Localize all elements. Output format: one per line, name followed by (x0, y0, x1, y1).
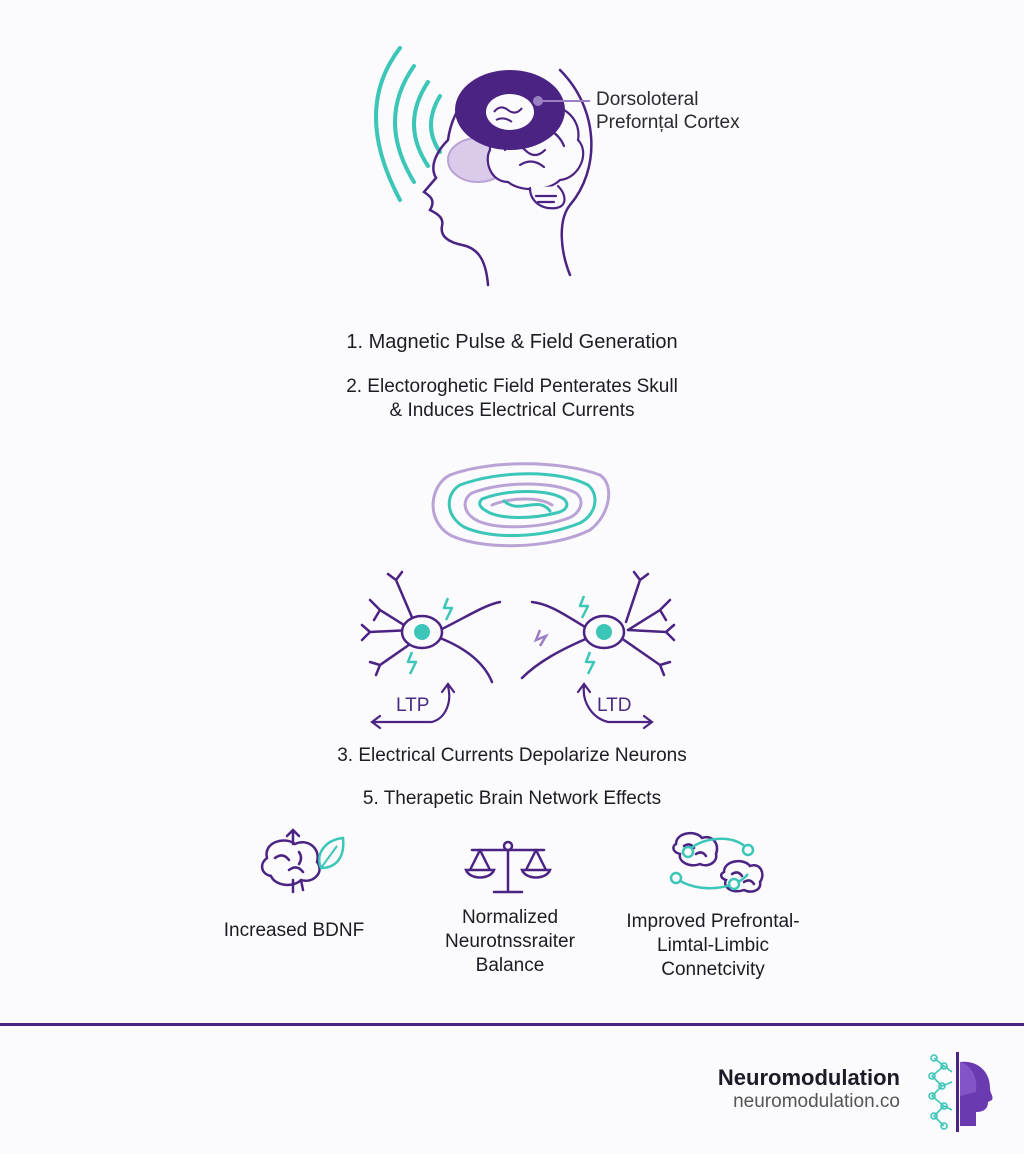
step-1-title: 1. Magnetic Pulse & Field Generation (346, 331, 678, 353)
effect-conn-line2: Limtal-Limbic (657, 935, 769, 956)
spark-icons (406, 595, 596, 675)
effect-bdnf-line1: Increased BDNF (223, 920, 365, 941)
ltd-arrow (576, 682, 654, 730)
neuron-pair-diagram (360, 570, 676, 730)
footer-divider (0, 1023, 1024, 1026)
brand-name: Neuromodulation (717, 1065, 900, 1090)
ltp-arrow (370, 682, 456, 730)
brand-url[interactable]: neuromodulation.co (733, 1091, 900, 1112)
ltp-label: LTP (396, 695, 430, 716)
step-5-suffix: Brain Network Effects (473, 788, 662, 809)
step-2-line1: 2. Electoroghetic Field Penterates Skull (346, 376, 678, 397)
connected-brains-icon (669, 831, 764, 893)
effect-label-bdnf: Increased BDNF (194, 919, 394, 943)
balance-scale-icon (464, 840, 552, 894)
step-5-prefix: 5. Therapetic (362, 788, 474, 809)
magnetic-wave-arcs (374, 46, 442, 202)
dlpfc-label: Dorsoloteral Prefornțal Cortex (596, 88, 740, 134)
head-profile-outline (422, 68, 593, 287)
effect-conn-line1: Improved Prefrontal- (626, 911, 800, 932)
effect-conn-line3: Connetcivity (661, 959, 765, 980)
effect-label-neurotransmitter: Normalized Neurotnssraiter Balance (410, 906, 610, 978)
effect-neuro-line2: Neurotnssraiter (445, 931, 575, 952)
dlpfc-label-line2: Prefornțal Cortex (596, 112, 740, 133)
step-3-title: 3. Electrical Currents Depolarize Neuron… (337, 745, 687, 766)
effect-neuro-line3: Balance (475, 955, 545, 976)
induced-current-swirl (431, 462, 611, 548)
ltd-label: LTD (597, 695, 632, 716)
effect-neuro-line1: Normalized (461, 907, 559, 928)
step-2-line2: & Induces Electrical Currents (389, 400, 635, 421)
head-coil-illustration (374, 46, 593, 287)
brand-logo-icon (928, 1052, 993, 1132)
dlpfc-label-line1: Dorsoloteral (596, 89, 699, 110)
brain-leaf-icon (260, 828, 345, 894)
step-5-title: 5. Therapetic Brain Network Effects (212, 787, 812, 811)
effect-label-connectivity: Improved Prefrontal- Limtal-Limbic Conne… (608, 910, 818, 982)
synapse-spark-icon (533, 629, 549, 647)
